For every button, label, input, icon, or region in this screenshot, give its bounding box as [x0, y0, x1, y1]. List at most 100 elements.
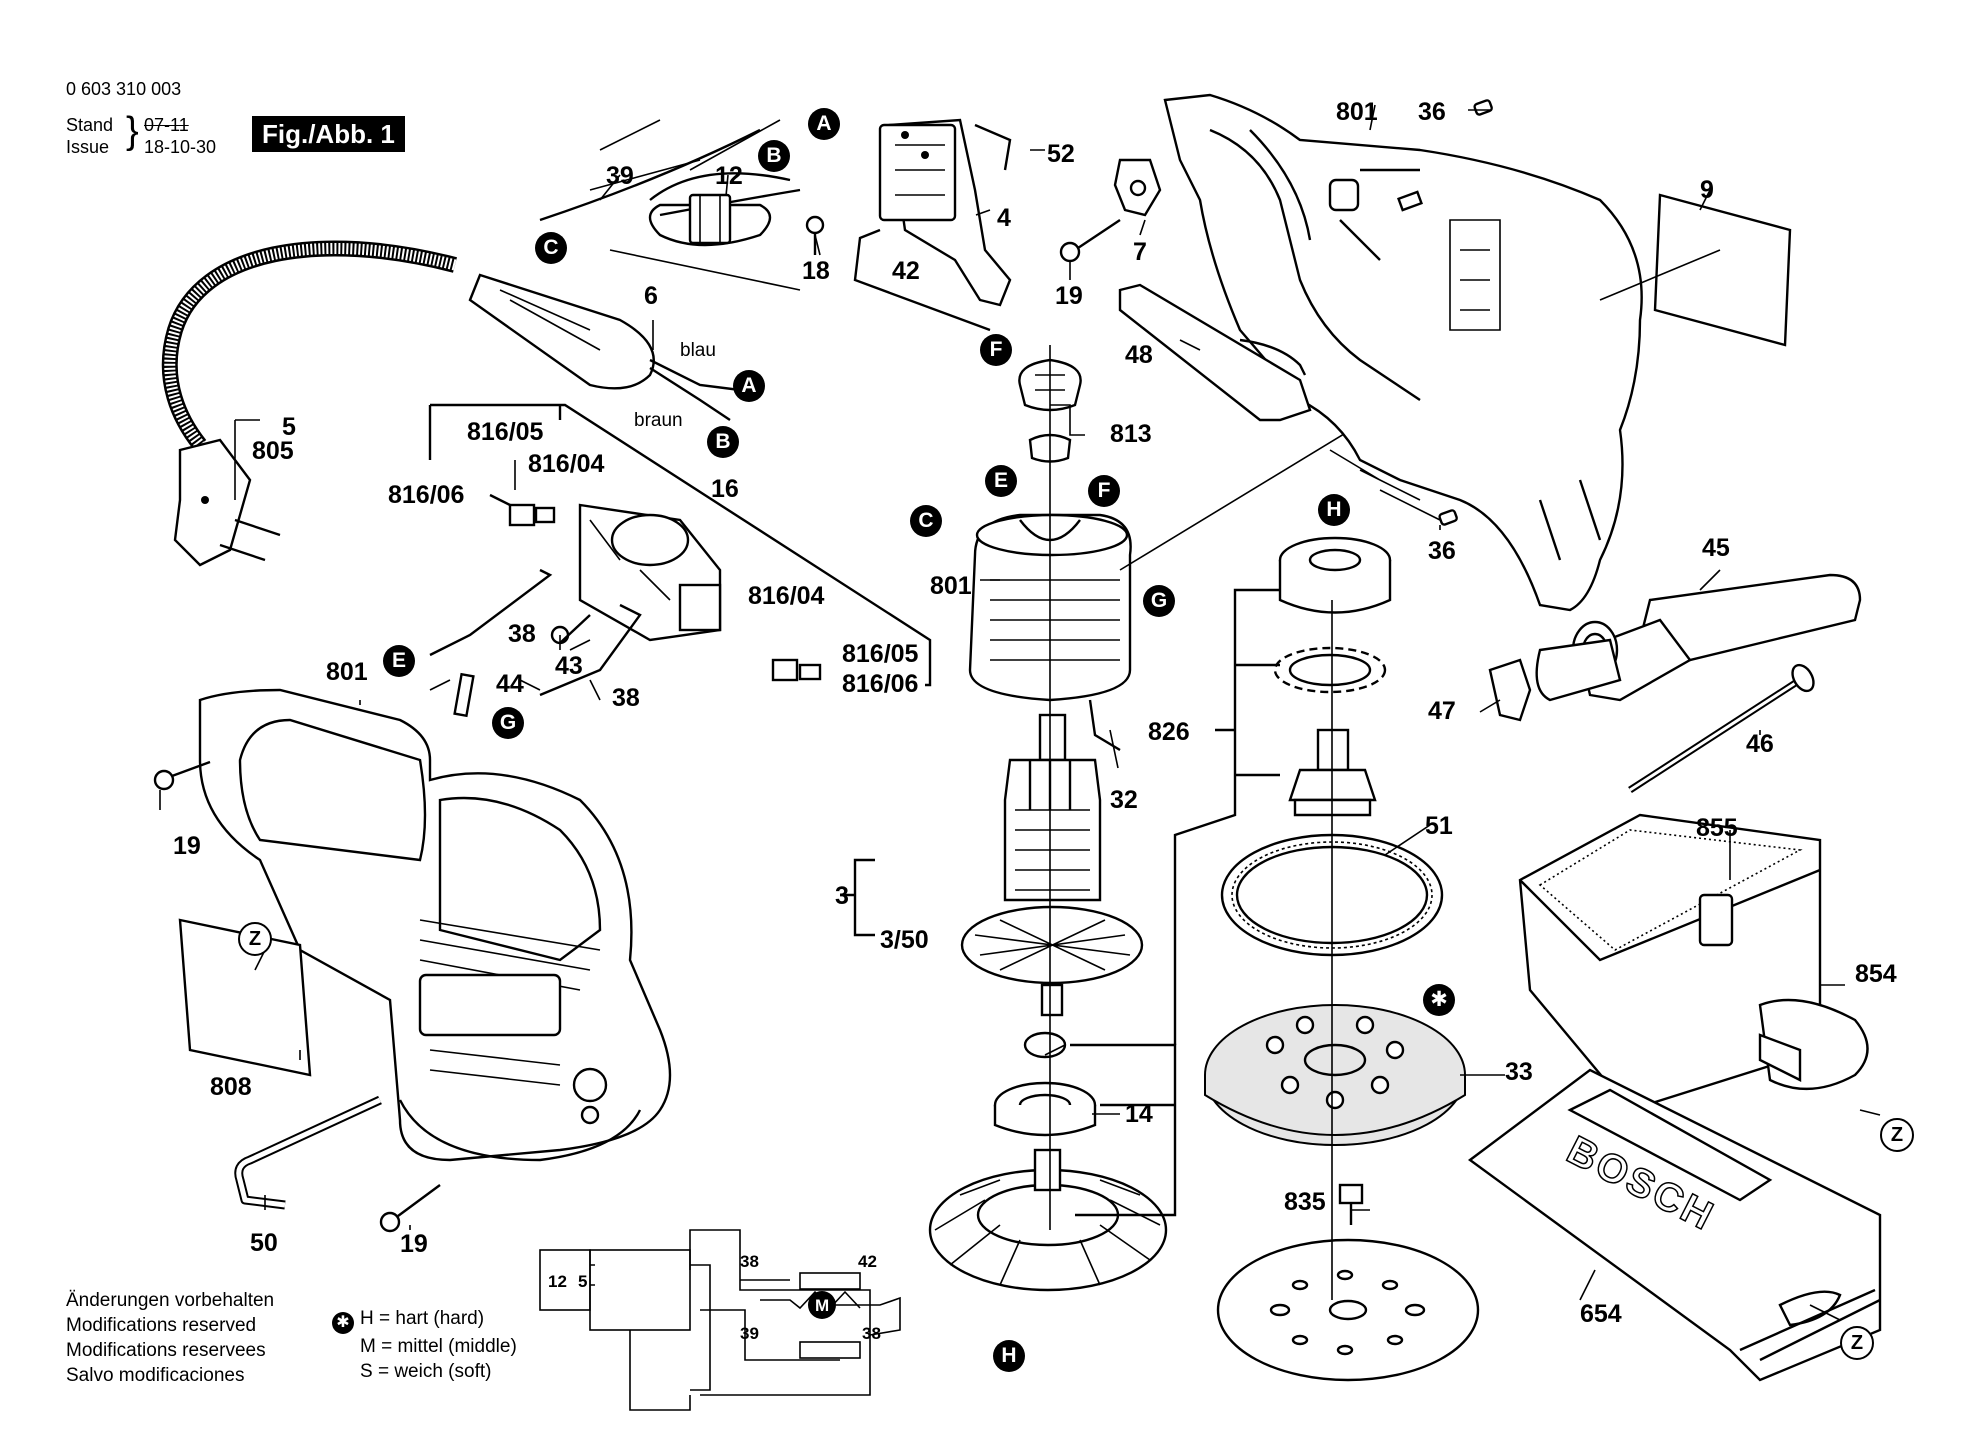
fan-h	[928, 1148, 1168, 1292]
label-51: 51	[1425, 812, 1453, 840]
dust-box-854	[1518, 813, 1869, 1112]
wiring-motor: M	[815, 1296, 830, 1315]
header-brace: }	[126, 110, 139, 152]
bracket-816-top	[430, 403, 932, 687]
label-33: 33	[1505, 1058, 1533, 1086]
label-6: 6	[644, 282, 658, 310]
label-3: 3	[835, 882, 849, 910]
label-16: 16	[711, 475, 739, 503]
bearing-14	[993, 1031, 1097, 1137]
wire-color-blue: blau	[680, 340, 716, 361]
clip-44	[453, 672, 475, 718]
marker-h-fan: H	[993, 1340, 1025, 1372]
axis-lines	[1049, 345, 1333, 1300]
label-826: 826	[1148, 718, 1190, 746]
label-3-50: 3/50	[880, 926, 929, 954]
label-7: 7	[1133, 238, 1147, 266]
bracket-826	[1173, 588, 1280, 1045]
legend-middle: M = mittel (middle)	[360, 1336, 517, 1357]
sanding-disc	[1216, 1238, 1480, 1382]
stand-label: Stand	[66, 115, 114, 135]
bracket-816-left	[428, 405, 562, 460]
legend-hard: H = hart (hard)	[360, 1308, 485, 1329]
marker-a-cord: A	[733, 370, 765, 402]
label-654: 654	[1580, 1300, 1622, 1328]
wiring-38-top: 38	[740, 1252, 759, 1271]
label-42: 42	[892, 257, 920, 285]
bearing-stack-826	[1273, 536, 1392, 817]
label-9	[1653, 193, 1792, 347]
stand-value: 07-11	[144, 115, 189, 135]
cover-48	[1118, 283, 1312, 422]
label-48: 48	[1125, 341, 1153, 369]
marker-g-stator: G	[1143, 585, 1175, 617]
label-44: 44	[496, 670, 524, 698]
label-801-upper: 801	[1336, 98, 1378, 126]
label-14: 14	[1125, 1100, 1153, 1128]
label-19-right: 19	[1055, 282, 1083, 310]
switch-4	[878, 118, 1012, 307]
marker-b-top: B	[758, 140, 790, 172]
label-45: 45	[1702, 534, 1730, 562]
marker-z-label: Z	[238, 922, 272, 956]
wire-38-a	[429, 568, 553, 657]
label-38-b: 38	[612, 684, 640, 712]
dust-bag-654	[1467, 1068, 1882, 1382]
wire-38-b	[539, 603, 642, 697]
note-fr: Modifications reservees	[66, 1340, 266, 1361]
switch-wires-group	[539, 119, 801, 291]
brush-set-right	[771, 658, 822, 682]
label-9: 9	[1700, 176, 1714, 204]
label-855: 855	[1696, 814, 1738, 842]
hex-key-50	[234, 1095, 382, 1210]
marker-z-bag: Z	[1840, 1326, 1874, 1360]
note-de: Änderungen vorbehalten	[66, 1290, 275, 1311]
wire-42	[853, 228, 991, 332]
marker-e-stator: E	[985, 465, 1017, 497]
label-5: 5	[282, 413, 296, 441]
housing-801-upper	[1163, 93, 1643, 612]
label-36-bottom: 36	[1428, 537, 1456, 565]
label-50: 50	[250, 1229, 278, 1257]
wiring-39: 39	[740, 1324, 759, 1343]
housing-801-lower	[198, 688, 672, 1162]
issue-label: Issue	[66, 137, 110, 157]
note-en: Modifications reserved	[66, 1315, 257, 1336]
wiring-42: 42	[858, 1252, 877, 1271]
wiring-38-bottom: 38	[862, 1324, 881, 1343]
change-notes: Änderungen vorbehalten Modifications res…	[66, 1288, 274, 1388]
figure-label: Fig./Abb. 1	[252, 116, 405, 152]
label-816-05-a: 816/05	[467, 418, 544, 446]
marker-f-top: F	[980, 334, 1012, 366]
screw-43	[550, 614, 591, 645]
label-816-05-b: 816/05	[842, 640, 919, 668]
label-32: 32	[1110, 786, 1138, 814]
label-19-bottom: 19	[400, 1230, 428, 1258]
label-4: 4	[997, 204, 1011, 232]
sanding-pad-33	[1204, 1004, 1466, 1146]
label-18: 18	[802, 257, 830, 285]
brush-set-left	[489, 493, 556, 527]
screw-36-top	[1473, 99, 1493, 116]
screw-835	[1338, 1183, 1364, 1225]
marker-g-left: G	[492, 707, 524, 739]
label-805: 805	[252, 437, 294, 465]
label-12: 12	[715, 162, 743, 190]
capacitor-12	[648, 193, 772, 247]
electronics-module-16	[578, 503, 722, 642]
knob-47	[1488, 658, 1532, 722]
wire-color-brown: braun	[634, 410, 683, 431]
marker-h-bearing: H	[1318, 494, 1350, 526]
label-808: 808	[210, 1073, 252, 1101]
marker-z-box: Z	[1880, 1118, 1914, 1152]
marker-a-top: A	[808, 108, 840, 140]
label-813: 813	[1110, 420, 1152, 448]
screw-19-right	[1059, 219, 1121, 263]
screw-19-bottom	[379, 1184, 441, 1233]
screw-36-bottom	[1438, 509, 1458, 526]
legend-soft: S = weich (soft)	[360, 1361, 492, 1382]
handle-45	[1535, 573, 1862, 702]
bracket-3	[840, 858, 875, 937]
